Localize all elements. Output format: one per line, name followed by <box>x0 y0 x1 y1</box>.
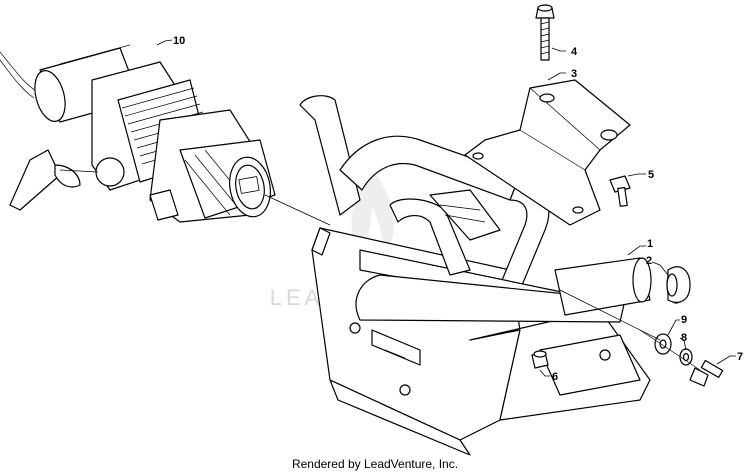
callout-9: 9 <box>681 314 687 326</box>
callout-5: 5 <box>648 169 654 181</box>
nut-part <box>531 350 549 369</box>
bolt-part <box>609 175 631 207</box>
callout-6: 6 <box>552 371 558 383</box>
callout-8: 8 <box>681 332 687 344</box>
bumper-tube-part <box>299 95 652 323</box>
bracket-part <box>464 79 631 226</box>
caption-text: Rendered by LeadVenture, Inc. <box>291 457 459 471</box>
washer-part <box>654 333 672 355</box>
watermark-logo-icon <box>351 170 394 258</box>
callout-1: 1 <box>647 238 653 250</box>
plug-part <box>666 266 691 304</box>
winch-part <box>0 44 276 223</box>
callout-2: 2 <box>646 255 652 267</box>
callout-10: 10 <box>173 35 185 47</box>
bolt-part <box>689 359 724 387</box>
callout-4: 4 <box>571 46 578 58</box>
bolt-part <box>535 4 555 61</box>
callout-3: 3 <box>571 68 577 80</box>
lock-washer-part <box>679 348 693 366</box>
leader-lines <box>156 39 736 377</box>
callout-7: 7 <box>737 351 743 363</box>
